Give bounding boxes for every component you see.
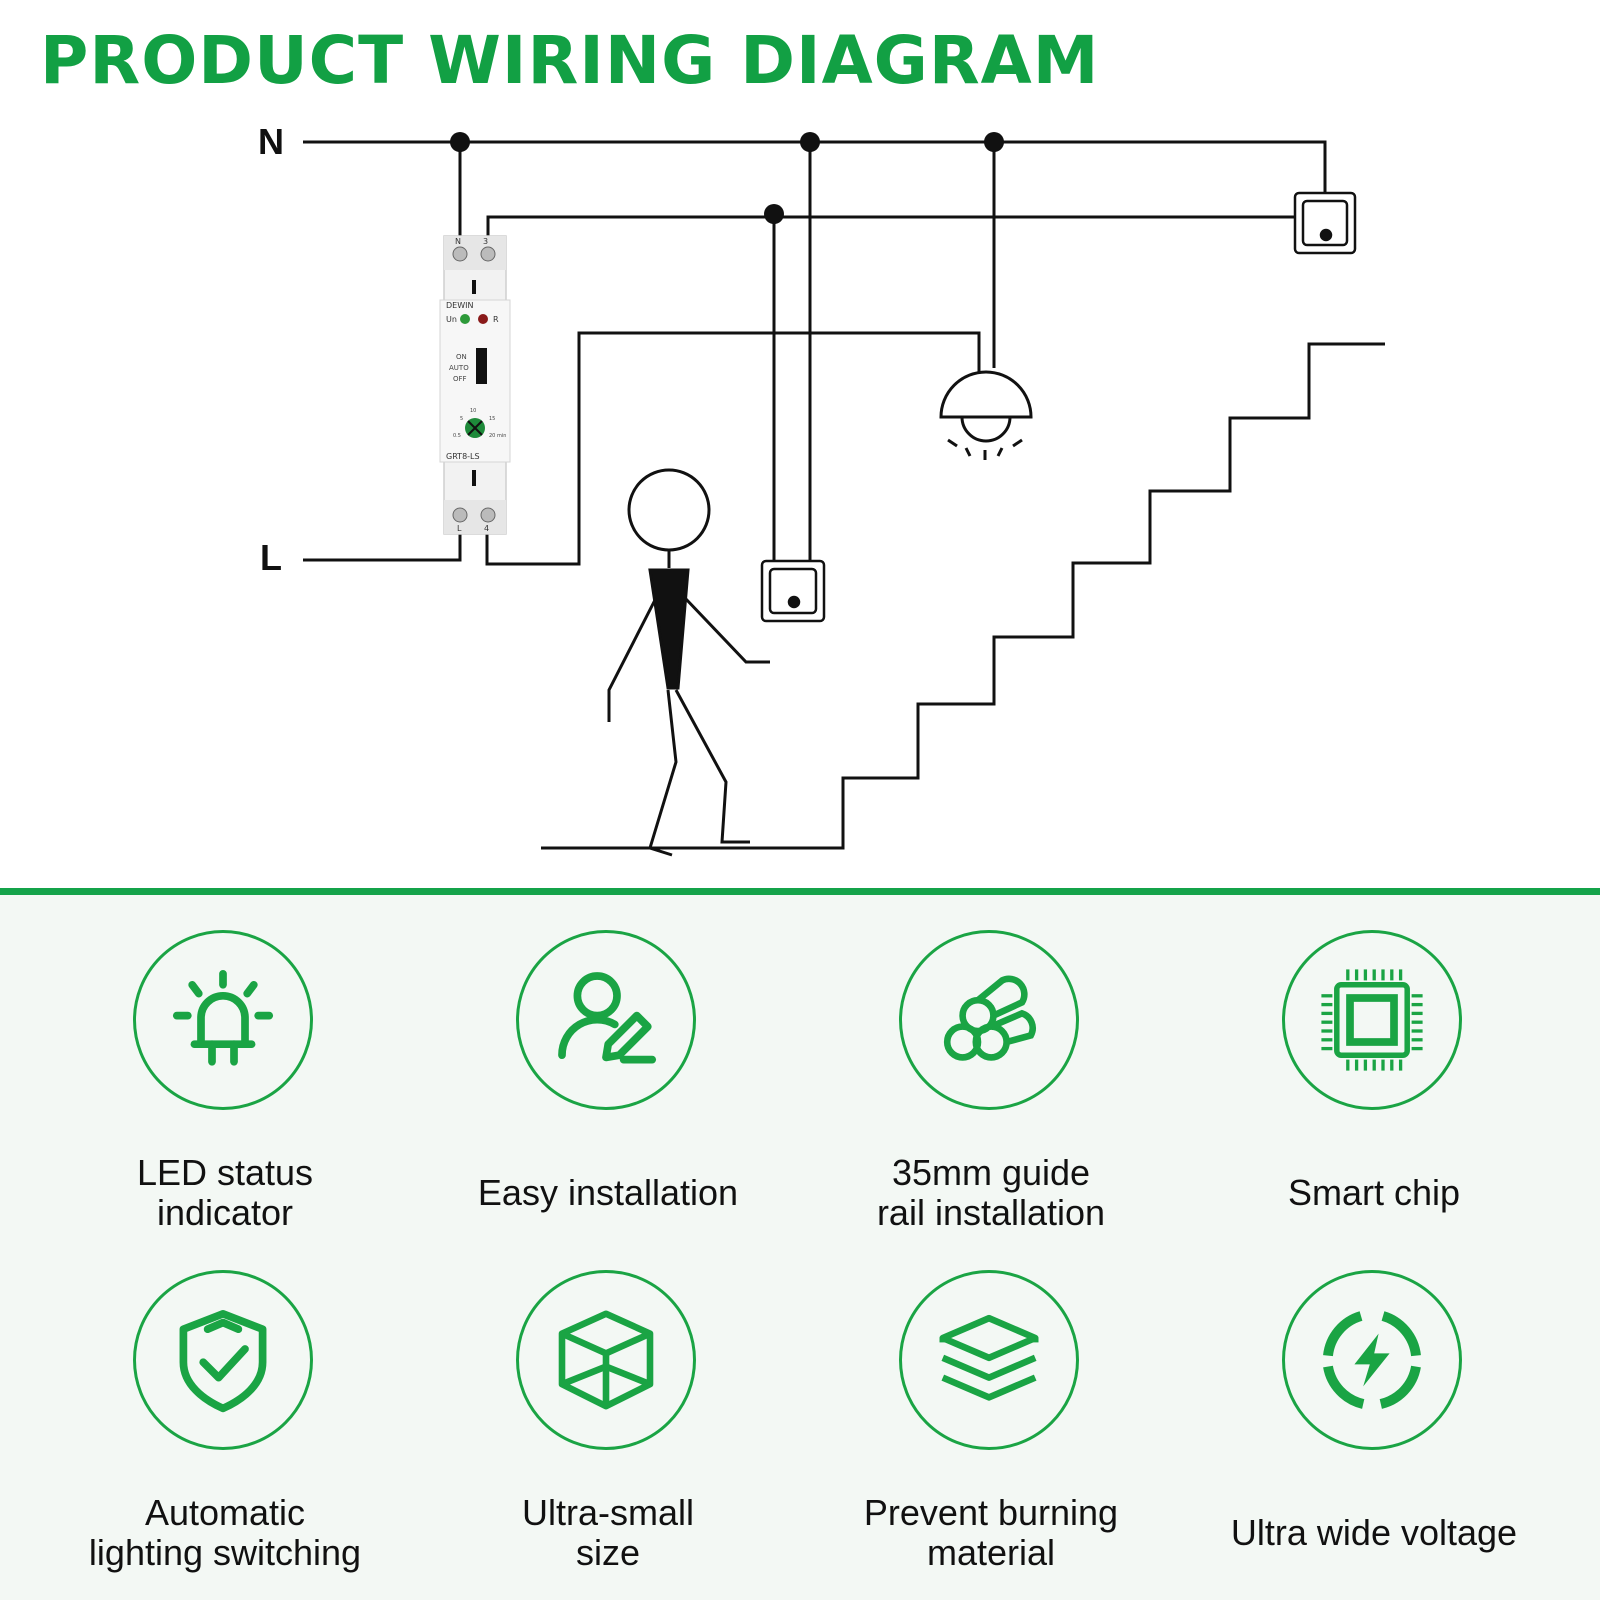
dial-label: 10 [470,408,476,414]
feature-prevent-burning: Prevent burning material [801,1270,1181,1610]
dial-label: 20 min [489,433,506,439]
feature-easy-installation: Easy installation [418,930,798,1270]
feature-ring [133,930,313,1110]
mode-label-auto: AUTO [449,364,469,372]
lamp-icon [939,370,1033,460]
led-label-un: Un [446,315,457,324]
live-label: L [260,537,282,578]
dial-label: 0.5 [453,433,461,439]
person-figure [607,468,770,857]
led-label-r: R [493,315,499,324]
feature-label: LED status indicator [136,1152,314,1233]
led-red [478,314,488,324]
terminal-screw [480,507,496,523]
mode-switch [476,348,487,384]
feature-label: Prevent burning material [863,1492,1119,1573]
mode-label-on: ON [456,353,467,361]
junction-dots [450,132,1004,224]
feature-guide-rail: 35mm guide rail installation [801,930,1181,1270]
terminal-l-label: L [457,524,462,533]
feature-led-status: LED status indicator [35,930,415,1270]
device-model: GRT8-LS [446,452,480,461]
feature-ring [516,930,696,1110]
push-switch-bottom [760,559,826,623]
feature-ring [899,930,1079,1110]
staircase [541,342,1385,850]
feature-smart-chip: Smart chip [1184,930,1564,1270]
features-panel: LED status indicator Easy installation 3… [0,895,1600,1600]
device-brand: DEWIN [446,301,473,310]
dial-label: 15 [489,416,495,422]
feature-ring [1282,1270,1462,1450]
wiring-diagram: N L N 3 DEWIN Un [258,121,1385,857]
feature-ultra-small-size: Ultra-small size [418,1270,798,1610]
feature-ring [899,1270,1079,1450]
wires [303,140,1327,566]
user-edit-icon [558,972,657,1064]
terminal-screw [452,246,468,262]
feature-ring [1282,930,1462,1110]
terminal-screw [452,507,468,523]
feature-label: Automatic lighting switching [88,1492,362,1573]
section-divider [0,888,1600,895]
terminal-screw [480,246,496,262]
feature-label: Easy installation [477,1172,739,1213]
terminal-n-label: N [455,237,461,246]
feature-ring [516,1270,696,1450]
mode-label-off: OFF [453,375,467,383]
feature-label: Ultra-small size [521,1492,694,1573]
feature-label: 35mm guide rail installation [876,1152,1106,1233]
timer-module: N 3 DEWIN Un R ON AUTO OFF 10 5 15 0.5 2… [439,235,511,535]
feature-ultra-wide-voltage: Ultra wide voltage [1184,1270,1564,1610]
neutral-label: N [258,121,284,162]
led-green [460,314,470,324]
terminal-3-label: 3 [483,237,488,246]
layers-icon [939,1314,1039,1401]
led-indicator-icon [172,969,274,1066]
power-bolt-icon [1323,1311,1421,1409]
feature-ring [133,1270,313,1450]
feature-label: Smart chip [1287,1172,1461,1213]
rail-pipes-icon [943,975,1036,1061]
shield-check-icon [179,1309,267,1413]
feature-automatic-switching: Automatic lighting switching [35,1270,415,1610]
cube-icon [558,1310,654,1410]
chip-icon [1321,969,1423,1071]
feature-label: Ultra wide voltage [1230,1512,1518,1553]
push-switch-top [1293,191,1357,255]
terminal-4-label: 4 [484,524,489,533]
page-title: PRODUCT WIRING DIAGRAM [40,22,1100,99]
dial-label: 5 [460,416,463,422]
